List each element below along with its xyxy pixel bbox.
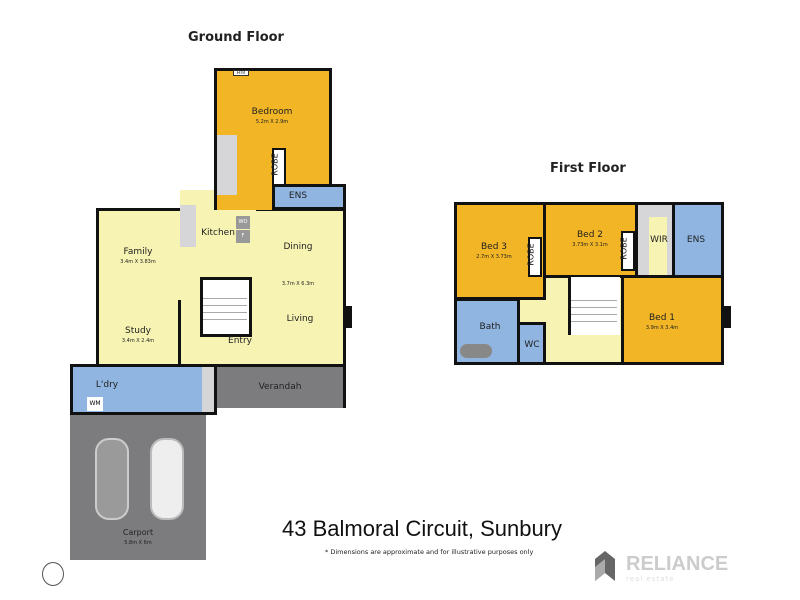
robe bbox=[528, 237, 542, 277]
room-label-living: Living bbox=[286, 314, 314, 324]
hall-strip bbox=[217, 135, 237, 195]
brand-logo bbox=[593, 551, 619, 585]
disclaimer: * Dimensions are approximate and for ill… bbox=[325, 548, 534, 556]
room-label-ens-first: ENS bbox=[686, 235, 706, 245]
carport-area bbox=[70, 413, 206, 560]
room-dim-living: 3.7m X 6.3m bbox=[281, 281, 315, 287]
robe bbox=[621, 231, 635, 271]
wall-oven: WO bbox=[236, 216, 250, 229]
first-floor-title: First Floor bbox=[550, 161, 626, 176]
property-address: 43 Balmoral Circuit, Sunbury bbox=[282, 516, 563, 541]
floorplan-provider-seal bbox=[42, 562, 64, 586]
room-dim-bed3: 2.7m X 3.73m bbox=[476, 254, 512, 260]
room-label-carport: Carport bbox=[122, 528, 154, 537]
room-dim-bed1: 3.9m X 3.4m bbox=[645, 325, 679, 331]
ensuite-area bbox=[672, 202, 724, 278]
vanity bbox=[202, 367, 214, 412]
verandah-area bbox=[214, 364, 346, 408]
room-label-bed2: Bed 2 bbox=[576, 230, 604, 240]
wc-area bbox=[517, 322, 546, 365]
room-label-wir: WIR bbox=[650, 235, 668, 245]
room-label-dining: Dining bbox=[283, 242, 313, 252]
room-label-verandah: Verandah bbox=[258, 382, 302, 392]
robe-label: ROBE bbox=[526, 243, 536, 266]
room-label-bed1: Bed 1 bbox=[648, 313, 676, 323]
room-label-entry: Entry bbox=[228, 336, 252, 346]
brand-name: RELIANCE bbox=[626, 553, 729, 575]
ground-floor-title: Ground Floor bbox=[188, 30, 284, 45]
car-icon bbox=[150, 438, 184, 520]
ensuite-area bbox=[272, 184, 346, 210]
heater: HTR bbox=[233, 70, 249, 76]
car-icon bbox=[95, 438, 129, 520]
fireplace bbox=[345, 306, 352, 328]
fireplace bbox=[724, 306, 731, 328]
bathtub bbox=[460, 344, 492, 358]
wall bbox=[178, 300, 181, 366]
room-dim-study: 3.4m X 2.4m bbox=[121, 338, 155, 344]
room-label-family: Family bbox=[123, 247, 153, 257]
room-label-bath: Bath bbox=[479, 322, 501, 332]
room-label-bedroom: Bedroom bbox=[251, 107, 293, 117]
room-dim-carport: 5.8m X 6m bbox=[124, 540, 152, 546]
wir-inner bbox=[649, 217, 667, 275]
bed1-area bbox=[621, 275, 724, 365]
staircase bbox=[568, 277, 620, 335]
room-label-bed3: Bed 3 bbox=[480, 242, 508, 252]
room-label-ens: ENS bbox=[288, 191, 308, 201]
room-dim-bedroom: 5.2m X 2.9m bbox=[255, 119, 289, 125]
staircase bbox=[200, 277, 252, 337]
room-dim-bed2: 3.73m X 3.1m bbox=[572, 242, 608, 248]
robe-label: ROBE bbox=[270, 153, 280, 176]
washing-machine: WM bbox=[87, 397, 103, 411]
robe-label: ROBE bbox=[619, 237, 629, 260]
reliance-logo-icon bbox=[595, 551, 615, 581]
room-label-wc: WC bbox=[524, 340, 540, 350]
fridge: F bbox=[236, 230, 250, 243]
room-label-laundry: L'dry bbox=[95, 380, 119, 390]
room-dim-family: 3.4m X 3.83m bbox=[120, 259, 156, 265]
room-label-kitchen: Kitchen bbox=[201, 228, 235, 238]
brand-tagline: real estate bbox=[626, 575, 675, 583]
kitchen-bench bbox=[180, 205, 196, 247]
room-label-study: Study bbox=[125, 326, 151, 336]
